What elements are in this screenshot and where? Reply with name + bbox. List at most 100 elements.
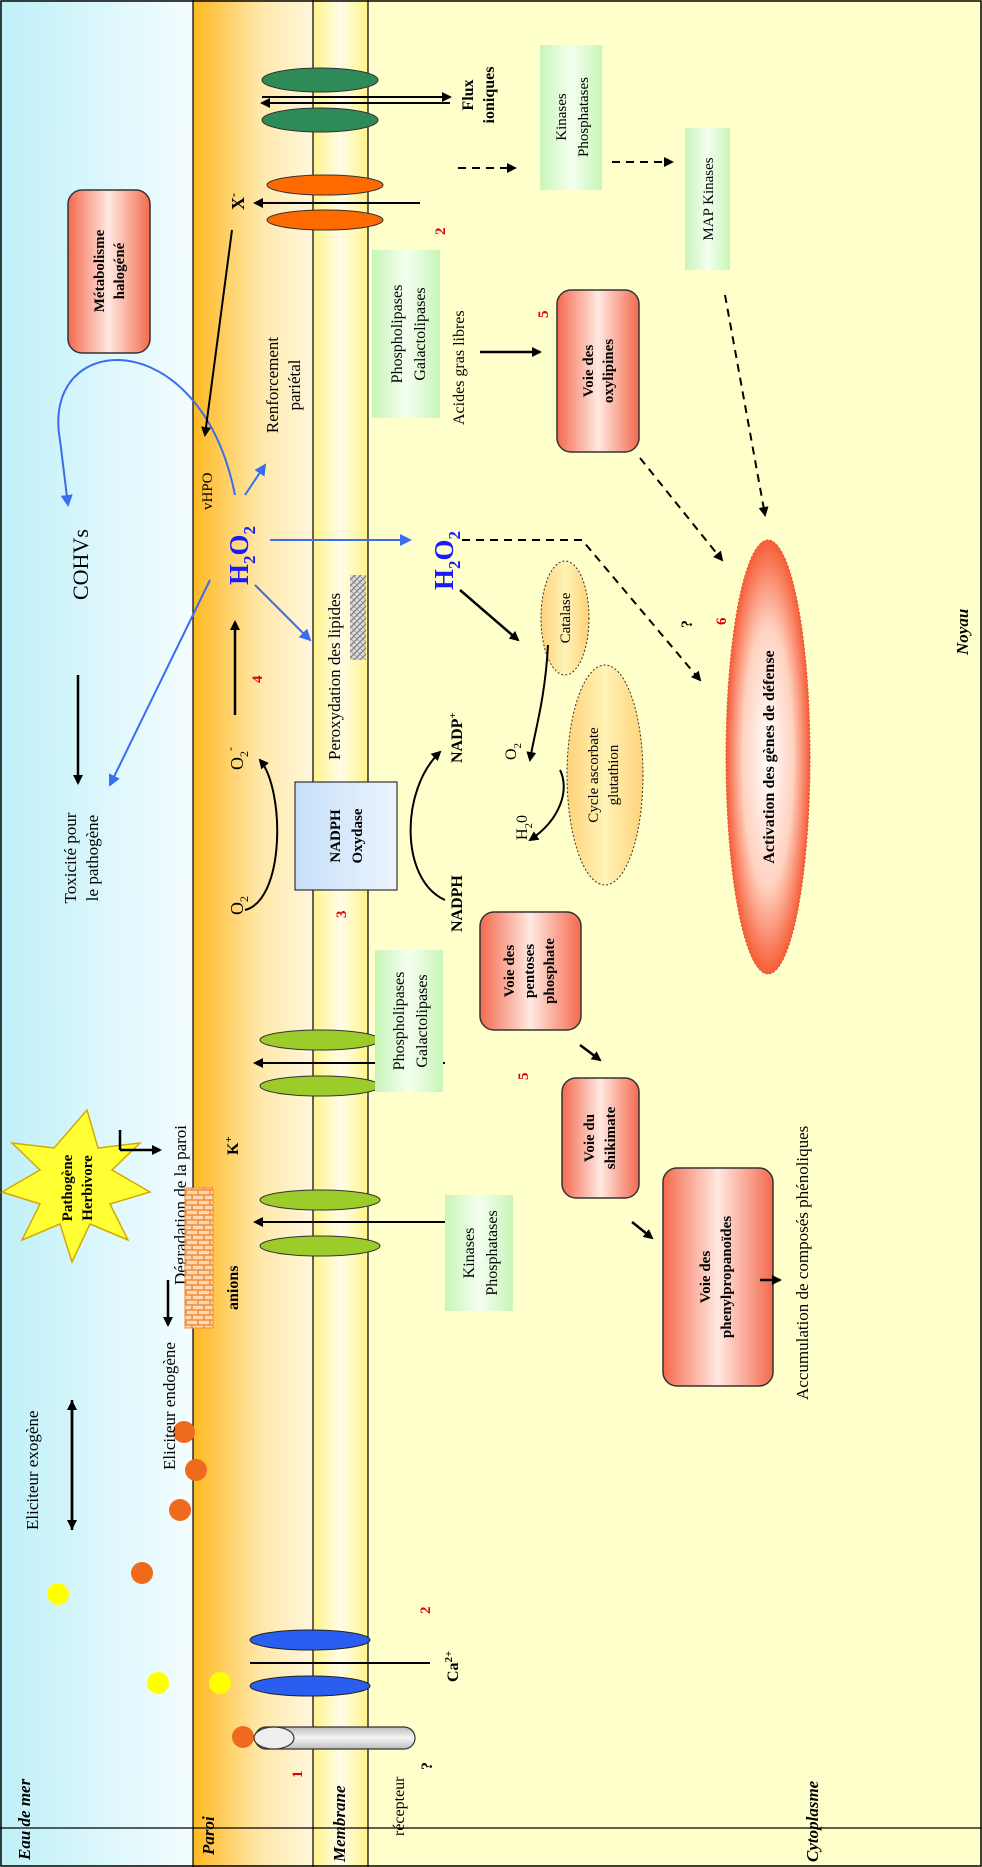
wall-label: Paroi [199, 1816, 218, 1856]
halide-label: X- [226, 193, 248, 210]
calcium-channel [249, 1629, 430, 1697]
number-2-top: 2 [433, 228, 449, 236]
nadph-oxidase-label-1: NADPH [328, 809, 344, 863]
phospholipases-top-label-2: Galactolipases [412, 287, 429, 380]
oxylipins-label-2: oxylipines [601, 339, 617, 403]
halogen-metabolism-label-2: halogéné [112, 242, 128, 299]
halide-channel [253, 174, 420, 231]
ascorbate-cycle-label-2: glutathion [606, 744, 622, 805]
number-1: 1 [290, 1771, 306, 1779]
receptor-question: ? [419, 1762, 436, 1770]
number-3: 3 [334, 911, 350, 919]
seawater-label: Eau de mer [15, 1778, 34, 1861]
calcium-label: Ca2+ [443, 1651, 462, 1682]
water-label: H20 [514, 815, 535, 840]
h2o2-cytoplasm: H2O2 [429, 531, 464, 590]
exogenous-elicitor-label: Eliciteur exogène [23, 1411, 42, 1530]
potassium-label: K+ [223, 1136, 242, 1155]
shikimate-box [561, 1077, 640, 1199]
endogenous-elicitor-label: Eliciteur endogène [160, 1342, 179, 1470]
number-5-bottom: 5 [516, 1073, 532, 1081]
phospholipases-box-top [372, 250, 440, 418]
phospholipases-mid-label-1: Phospholipases [391, 972, 408, 1071]
pentoses-box [479, 911, 582, 1031]
defense-genes-label: Activation des gènes de défense [761, 650, 778, 863]
toxicity-label-2: le pathogène [83, 815, 102, 901]
degraded-wall-bricks [184, 1187, 214, 1329]
nucleus-ellipse [725, 539, 811, 975]
free-fatty-acids-label: Acides gras libres [451, 310, 468, 425]
halide-to-vhpo-arrow [201, 229, 233, 437]
h2o2-wall: H2O2 [224, 526, 259, 585]
kinases-top-label-1: Kinases [554, 93, 570, 141]
halogen-metabolism-label-1: Métabolisme [92, 229, 108, 312]
toxicity-label-1: Toxicité pour [61, 812, 80, 903]
cytoplasm-label: Cytoplasme [803, 1780, 822, 1862]
phenylpropanoids-label-1: Voie des [698, 1251, 714, 1304]
cohvs-label: COHVs [68, 529, 93, 600]
anions-label: anions [225, 1266, 242, 1310]
potassium-channel [253, 1029, 445, 1097]
halogen-metabolism-box [67, 189, 151, 354]
pathogen-label-2: Herbivore [80, 1155, 96, 1221]
phenolic-accumulation-label: Accumulation de composés phénoliques [793, 1126, 812, 1400]
ion-flux-label-2: ioniques [481, 67, 498, 124]
pentoses-label-3: phosphate [542, 938, 558, 1004]
membrane-zone [313, 0, 368, 1867]
number-4: 4 [250, 675, 266, 683]
number-2-bottom: 2 [418, 1607, 434, 1615]
phospholipases-mid-label-2: Galactolipases [414, 974, 431, 1067]
phenylpropanoids-label-2: phenylpropanoïdes [719, 1216, 735, 1338]
pathogen-label-1: Pathogène [60, 1154, 76, 1221]
anion-channel [253, 1189, 445, 1257]
h2o2-to-toxicity-arrow [108, 579, 211, 787]
nadph-oxidase-label-2: Oxydase [350, 808, 366, 863]
pentoses-label-1: Voie des [502, 945, 518, 998]
nadph-label: NADPH [449, 875, 466, 932]
map-kinases-to-genes-arrow [724, 294, 769, 517]
membrane-label: Membrane [330, 1785, 349, 1863]
map-kinases-box [685, 128, 730, 270]
oxylipins-label-1: Voie des [581, 345, 597, 398]
shikimate-label-1: Voie du [582, 1114, 598, 1162]
pentoses-label-2: pentoses [522, 944, 538, 998]
phospholipases-top-label-1: Phospholipases [389, 285, 406, 384]
kinases-box-bottom [445, 1195, 513, 1311]
kinases-box-top [540, 45, 602, 190]
cytoplasm-zone [368, 0, 982, 1867]
h2o2-to-renforcement-arrow [244, 463, 267, 496]
phenylpropanoids-box [662, 1167, 774, 1387]
nadph-oxidase-box [294, 781, 398, 891]
shikimate-label-2: shikimate [603, 1106, 619, 1169]
h2o2-to-cohvs-arrow [57, 358, 236, 507]
vhpo-label: vHPO [200, 472, 216, 510]
h2o2-to-peroxidation-arrow [254, 584, 312, 642]
lipid-peroxidation-label: Peroxydation des lipides [325, 593, 344, 760]
ascorbate-cycle-label-1: Cycle ascorbate [586, 727, 602, 823]
renforcement-label-1: Renforcement [263, 337, 282, 434]
catalase-label: Catalase [558, 592, 574, 643]
number-5-top: 5 [536, 311, 552, 319]
phospholipases-box-mid [375, 950, 443, 1092]
lipid-hatch [350, 575, 366, 660]
h2o2-to-genes-dashed-arrow [462, 539, 702, 682]
renforcement-label-2: pariétal [285, 359, 304, 410]
superoxide-label: O2- [223, 747, 251, 770]
kinases-bottom-label-1: Kinases [461, 1228, 478, 1279]
elicitor-dots [47, 1421, 254, 1748]
genes-question: ? [679, 620, 696, 628]
o2-left-label: O2 [227, 896, 251, 915]
kinases-top-label-2: Phosphatases [576, 77, 592, 157]
receptor-label: récepteur [391, 1776, 408, 1836]
catalase-ellipse [540, 560, 590, 676]
ion-flux-channel [260, 67, 452, 133]
pathogen-star [0, 1108, 152, 1265]
o2-cyto-label: O2 [503, 743, 524, 760]
map-kinases-label: MAP Kinases [701, 157, 717, 240]
nadp-label: NADP+ [447, 712, 466, 763]
nucleus-label: Noyau [953, 609, 972, 656]
oxylipins-to-genes-arrow [639, 457, 724, 562]
wall-zone [193, 0, 313, 1867]
kinases-bottom-label-2: Phosphatases [484, 1210, 501, 1295]
